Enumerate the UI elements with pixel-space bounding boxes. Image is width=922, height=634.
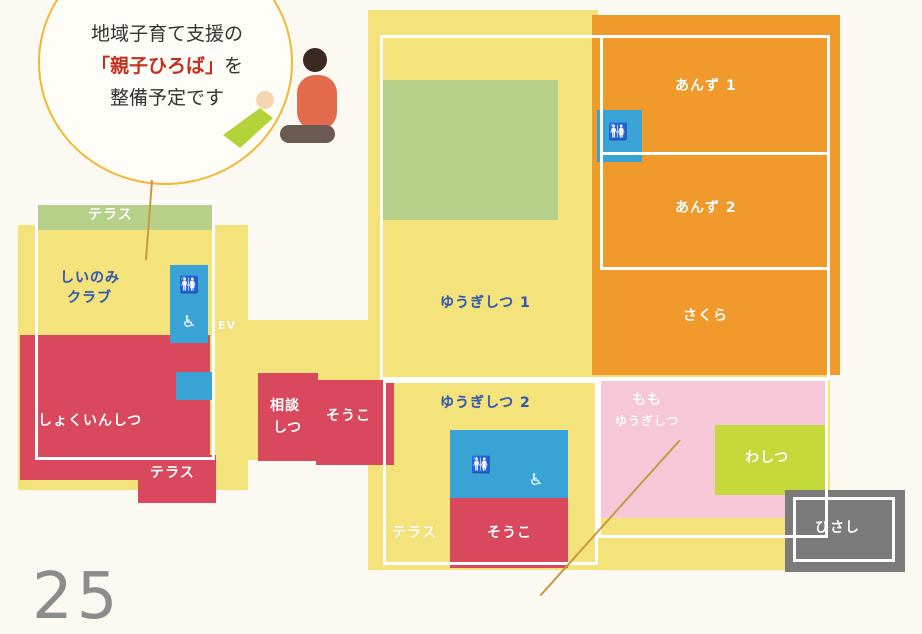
- wheelchair-icon: ♿: [181, 312, 197, 331]
- wall-orange-split2: [600, 152, 830, 270]
- green-area: [383, 80, 558, 220]
- label-soudan-line1: 相談: [270, 398, 300, 414]
- callout-line3: 整備予定です: [109, 87, 224, 109]
- floor-plan-map: 🚻 ♿ 🚻 🚻 ♿ テラス しいのみ クラブ EV しょくいんしつ テラス 相談…: [18, 0, 905, 634]
- label-anzu1: あんず 1: [675, 78, 737, 94]
- callout-line2: 「親子ひろば」を: [52, 50, 282, 82]
- callout-text: 地域子育て支援の 「親子ひろば」を 整備予定です: [52, 18, 282, 114]
- label-yuugi2: ゆうぎしつ 2: [440, 395, 531, 411]
- callout-line2-suffix: を: [224, 55, 244, 77]
- toilet-icon: 🚻: [608, 122, 628, 141]
- callout-line1: 地域子育て支援の: [90, 23, 243, 45]
- label-souko-mid: そうこ: [326, 408, 371, 424]
- label-shiinomi-line1: しいのみ: [60, 270, 120, 286]
- toilet-block-mid: [450, 430, 568, 498]
- label-anzu2: あんず 2: [675, 200, 737, 216]
- label-washitsu: わしつ: [745, 450, 790, 466]
- child-illustration: [223, 48, 337, 148]
- wall-orange-split1: [600, 35, 830, 155]
- label-sakura: さくら: [683, 308, 728, 324]
- label-momo: もも: [632, 392, 662, 408]
- label-terrace-bottom-left: テラス: [150, 465, 195, 481]
- wall-momo: [598, 378, 828, 538]
- wall-hisashi: [793, 497, 895, 562]
- label-terrace-top: テラス: [88, 207, 133, 223]
- wall-left-wing: [35, 200, 215, 460]
- pointer-line-bottom: [540, 440, 681, 596]
- pointer-line-left: [145, 180, 153, 260]
- callout-highlight: 「親子ひろば」: [90, 55, 224, 77]
- wheelchair-icon: ♿: [528, 470, 544, 489]
- toilet-block-small: [176, 372, 212, 400]
- label-shokuin: しょくいんしつ: [38, 413, 143, 429]
- label-ev: EV: [218, 319, 237, 332]
- label-hisashi: ひさし: [815, 520, 860, 536]
- label-souko-bottom: そうこ: [487, 525, 532, 541]
- toilet-block-shiinomi: [170, 265, 208, 343]
- wall-lower-mid: [383, 380, 598, 565]
- page-number: 25: [32, 560, 122, 634]
- label-soudan-line2: しつ: [273, 420, 303, 436]
- red-souko-mid: [316, 380, 394, 465]
- label-momo-sub: ゆうぎしつ: [615, 414, 680, 428]
- lime-washitsu: [715, 425, 828, 495]
- label-terrace-bottom-mid: テラス: [392, 525, 437, 541]
- label-shiinomi-line2: クラブ: [67, 290, 112, 306]
- red-soudan: [258, 373, 318, 461]
- orange-block: [592, 15, 840, 375]
- terrace-top-strip: [38, 205, 213, 230]
- toilet-icon: 🚻: [179, 275, 199, 294]
- red-souko-bottom: [450, 493, 568, 568]
- toilet-icon: 🚻: [471, 455, 491, 474]
- label-yuugi1: ゆうぎしつ 1: [440, 295, 531, 311]
- gray-hisashi: [785, 490, 905, 572]
- red-terrace-bottom-left: [138, 455, 216, 503]
